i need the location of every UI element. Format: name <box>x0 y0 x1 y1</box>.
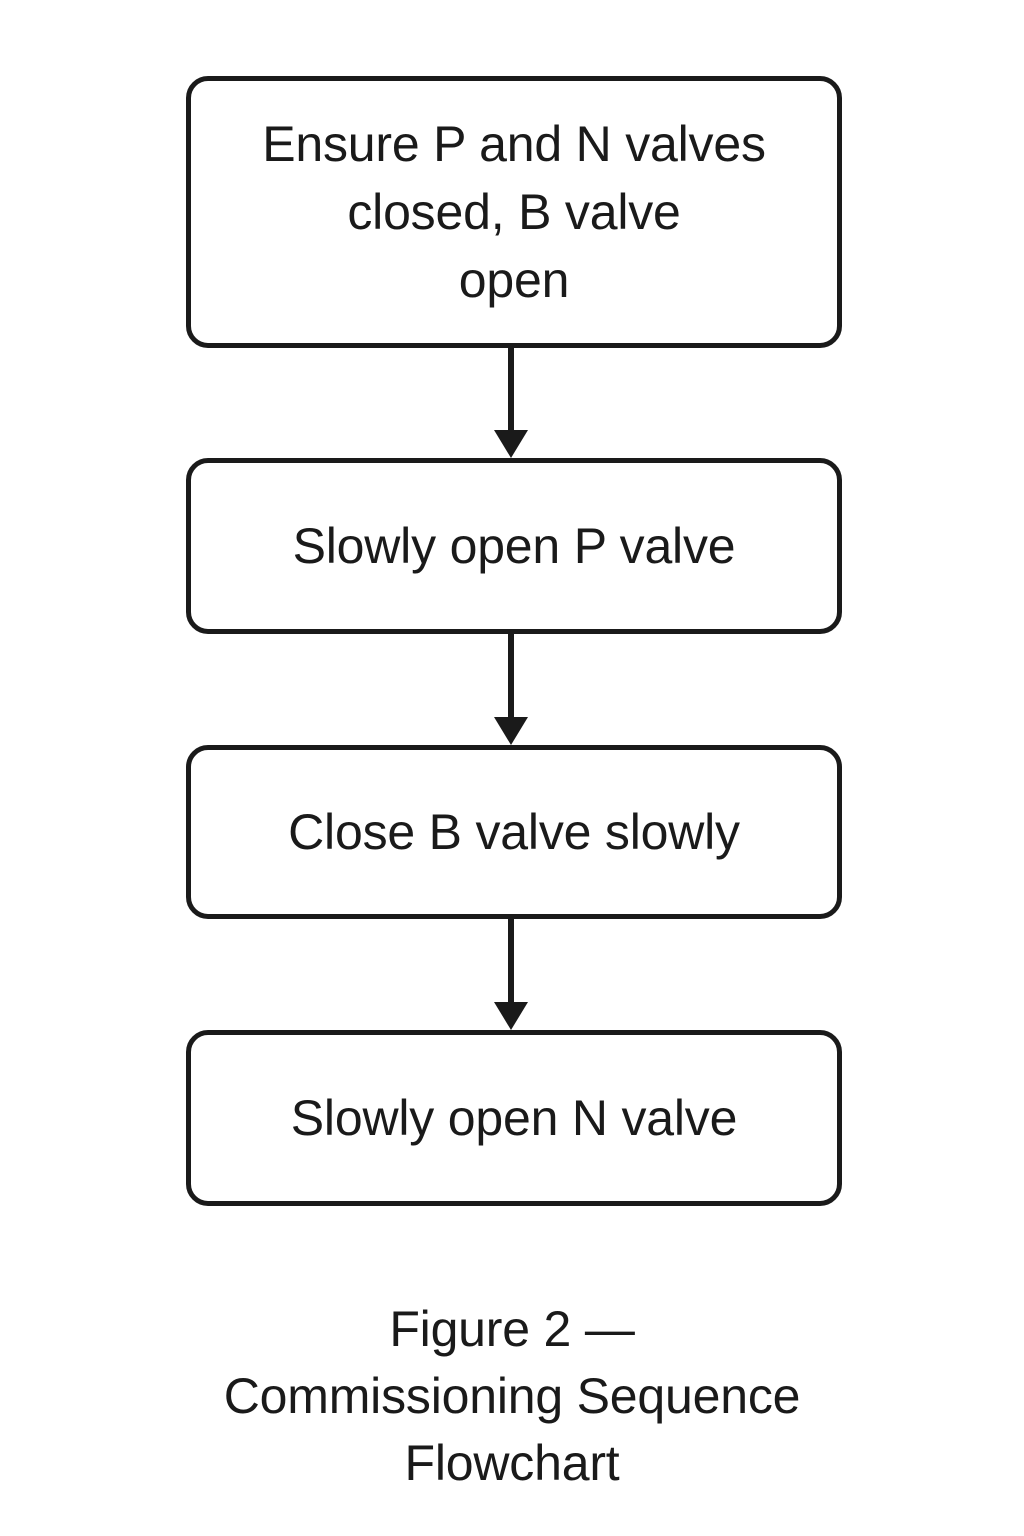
flow-connector-step1-to-step2 <box>494 348 528 458</box>
flow-connector-step2-to-step3 <box>494 634 528 745</box>
flow-node-label: Slowly open P valve <box>292 518 736 574</box>
flow-node-label: Slowly open N valve <box>290 1090 738 1146</box>
flow-node-label: Close B valve slowly <box>288 804 740 860</box>
figure-caption: Figure 2 — Commissioning Sequence Flowch… <box>223 1301 801 1491</box>
flow-connector-step3-to-step4 <box>494 919 528 1030</box>
flow-node-label: Ensure P and N valves closed, B valve op… <box>262 116 766 308</box>
flow-node-step-4[interactable]: Slowly open N valve <box>186 1030 842 1206</box>
flow-node-step-2[interactable]: Slowly open P valve <box>186 458 842 634</box>
flow-node-step-3[interactable]: Close B valve slowly <box>186 745 842 919</box>
flow-node-step-1[interactable]: Ensure P and N valves closed, B valve op… <box>186 76 842 348</box>
